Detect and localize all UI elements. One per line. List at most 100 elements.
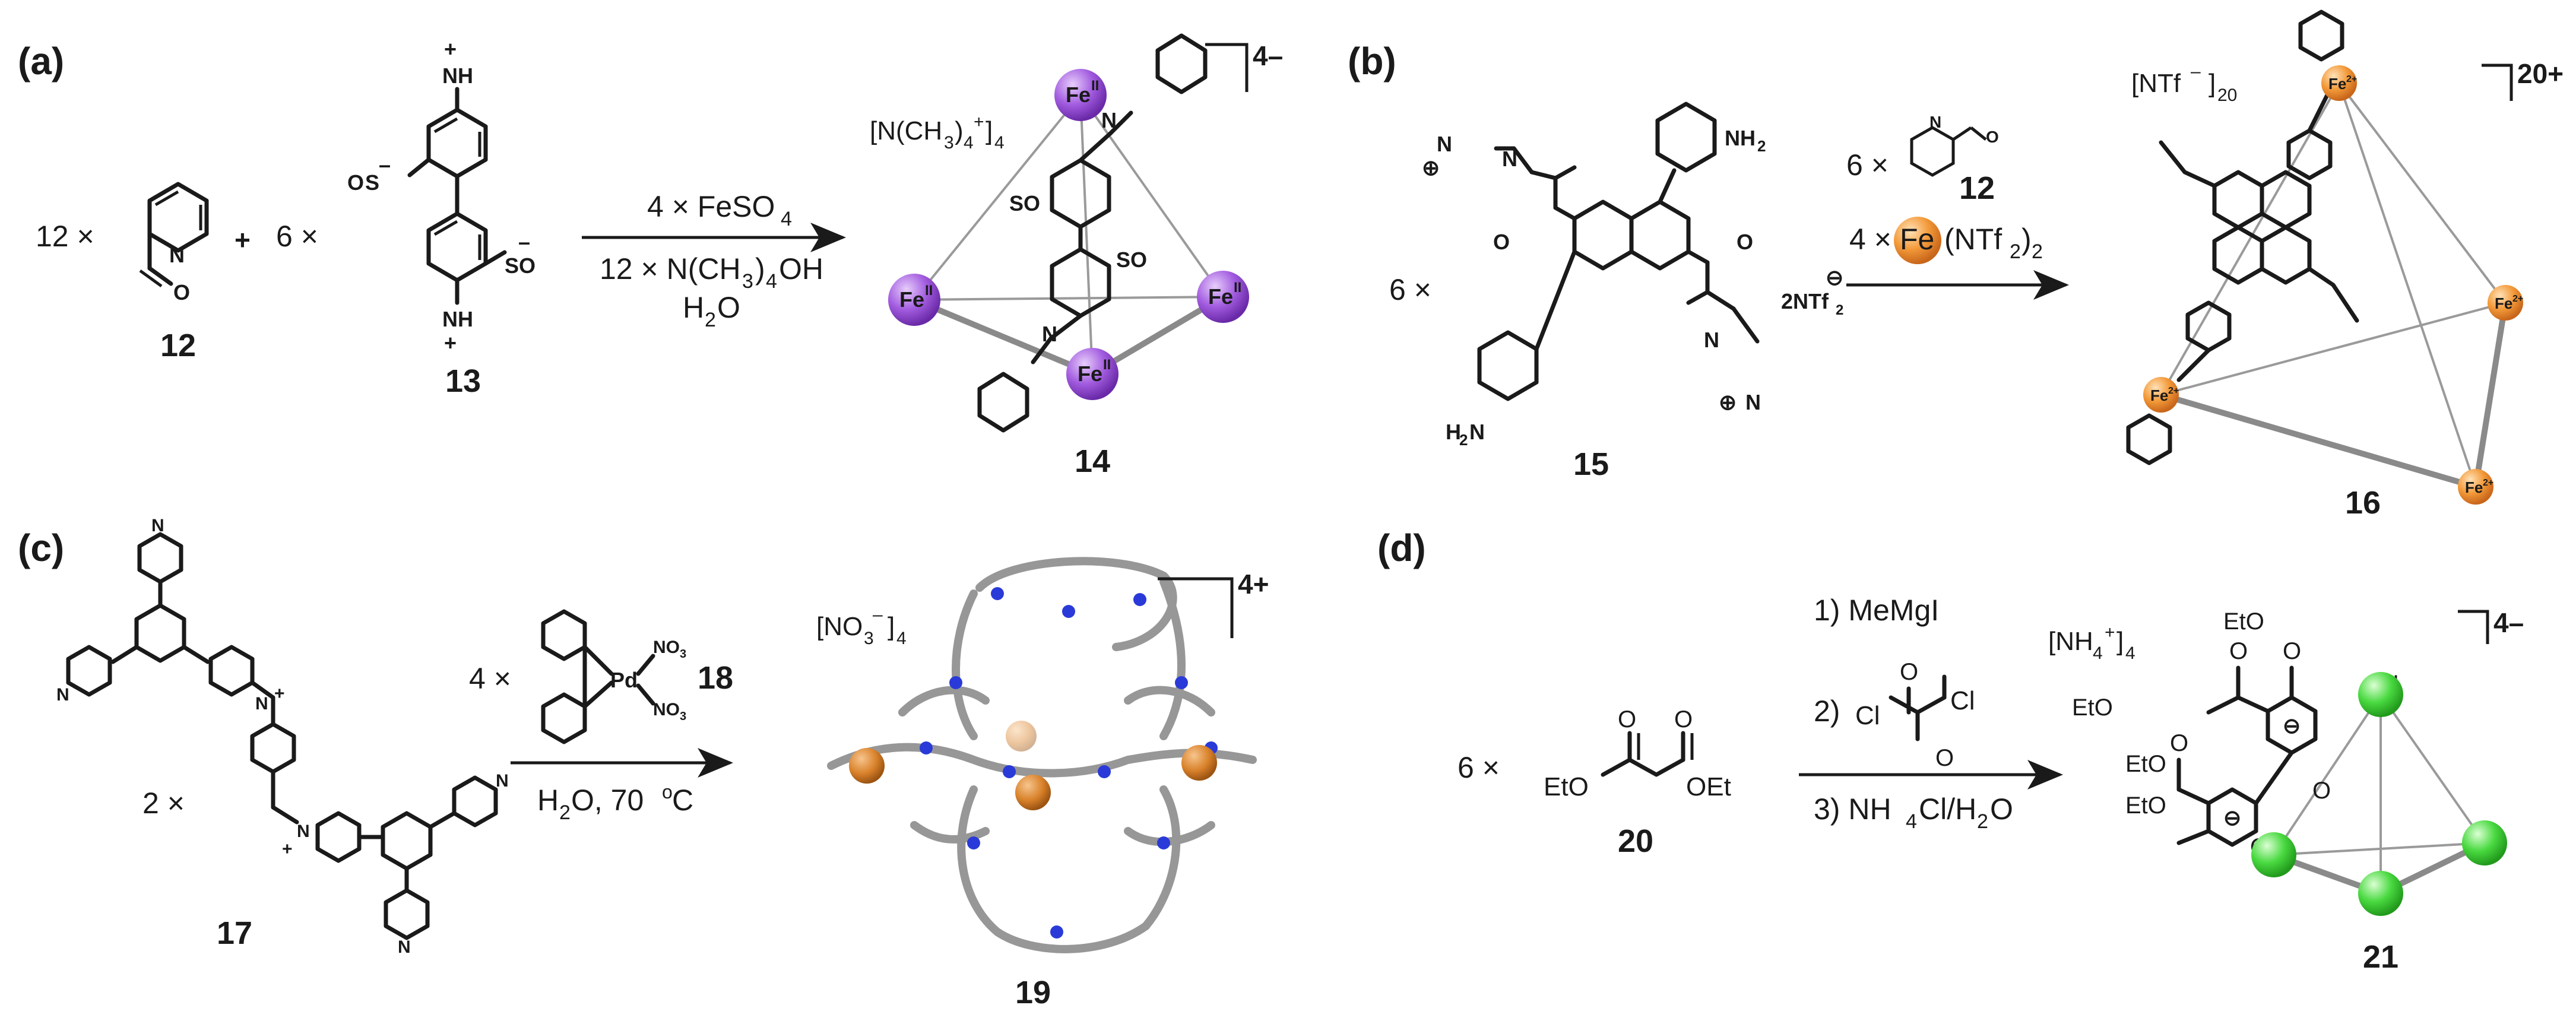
cage-19 [827, 557, 1257, 953]
atom-h2n-sub: 2 [1459, 431, 1468, 449]
compound-18-label: 18 [698, 660, 733, 696]
atom-o: O [1493, 230, 1510, 254]
panel-c-condition-sub: 2 [559, 801, 571, 824]
fe-ii-sup: II [1234, 280, 1241, 296]
compound-20-structure [1601, 731, 1694, 777]
atom-n: N [297, 822, 310, 841]
panel-d-label: (d) [1377, 527, 1426, 569]
atom-n: N [1502, 147, 1517, 171]
fe-2plus-label: Fe [2328, 75, 2346, 93]
nitrogen-atom [967, 836, 980, 849]
compound-16-label: 16 [2345, 485, 2381, 521]
fe-ii-sphere [1054, 69, 1107, 121]
compound-15-structure [1477, 102, 1760, 401]
panel-d-condition-3: 3) NH [1814, 792, 1891, 826]
compound-12-label: 12 [160, 328, 196, 363]
atom-n: N [151, 516, 164, 535]
charge-bracket-d [2458, 610, 2489, 644]
atom-eto: EtO [2223, 608, 2264, 635]
compound-19-label: 19 [1015, 975, 1051, 1010]
panel-a-condition-bottom-1-sub: 3 [742, 270, 753, 293]
panel-b-counterion-sup: – [2191, 62, 2201, 81]
fe-2plus-sphere [2488, 285, 2523, 321]
cage-14-so3-right: SO [1116, 248, 1147, 272]
fe-2plus-label: Fe [2465, 478, 2483, 496]
pd-sphere [849, 748, 885, 784]
panel-c-condition-sup: o [662, 781, 673, 803]
atom-o-small: O [1986, 128, 1999, 146]
panel-d-condition-1: 1) MeMgI [1814, 594, 1939, 627]
compound-17-label: 17 [217, 915, 252, 951]
panel-a-counterion-mid: ) [955, 116, 964, 145]
fe-2plus-label: Fe [2495, 294, 2512, 312]
atom-n: N [1437, 132, 1452, 156]
panel-a-counterion-sub2: 4 [964, 133, 974, 153]
atom-o: O [1737, 230, 1753, 254]
atom-h2n-n: N [1469, 420, 1485, 444]
fe-2plus-sphere [2143, 377, 2179, 413]
fe-ii-sup: II [1091, 78, 1099, 94]
atom-plus: + [274, 684, 285, 703]
ring-minus: ⊖ [2223, 806, 2241, 830]
atom-eto: EtO [2072, 695, 2113, 721]
panel-a-reagent2-count: 6 × [276, 220, 318, 253]
panel-b-condition-ligand-sub: 2 [2010, 240, 2021, 263]
atom-minus-right: – [518, 230, 530, 254]
atom-no3-sub: 3 [680, 710, 686, 723]
nitrogen-atom [949, 676, 962, 689]
atom-eto: EtO [2125, 792, 2166, 819]
atom-n: N [56, 685, 69, 705]
compound-13-structure [407, 87, 507, 305]
charge-bracket-a [1205, 43, 1249, 92]
panel-b-condition-top: 6 × [1846, 148, 1889, 182]
atom-n: N [169, 243, 185, 267]
atom-nh3-bottom: NH [442, 307, 473, 331]
fe-2plus-sup: 2+ [2512, 294, 2523, 304]
panel-d: (d) 6 × O O EtO OEt 20 1) MeMgI 2) O O C… [1377, 527, 2524, 975]
compound-13-label: 13 [445, 363, 481, 399]
atom-o: O [2312, 778, 2331, 804]
panel-b-condition-ligand-sub2: 2 [2032, 240, 2043, 263]
fe-2plus-sup: 2+ [2483, 478, 2493, 488]
atom-n: N [496, 771, 509, 791]
panel-c: (c) 2 × N N N + N + [18, 516, 1269, 1010]
atom-o: O [1935, 745, 1954, 771]
atom-o: O [2229, 638, 2248, 664]
atom-so3-right: SO [505, 253, 536, 278]
panel-a-counterion-sup: + [974, 112, 984, 132]
fe-2plus-sup: 2+ [2346, 74, 2357, 84]
nitrogen-atom [1050, 925, 1063, 939]
panel-c-counterion: [NO [816, 612, 863, 641]
charge-bracket-c [1158, 577, 1234, 638]
panel-b-charge: 20+ [2517, 58, 2564, 89]
cage-14-so3-left: SO [1009, 191, 1040, 215]
fe-ii-label: Fe [899, 287, 924, 312]
atom-o: O [1900, 659, 1918, 685]
atom-no3-sub: 3 [680, 648, 686, 661]
cage-21 [2176, 665, 2486, 896]
atom-cl: Cl [1950, 686, 1975, 715]
atom-plus: + [282, 839, 293, 859]
panel-c-reagent2-count: 4 × [469, 662, 511, 695]
atom-eto: EtO [1544, 772, 1589, 801]
panel-b-condition-compound: 12 [1959, 170, 1995, 206]
atom-so3-left-s: S [365, 170, 379, 195]
panel-c-counterion-sub2: 4 [896, 629, 907, 648]
panel-d-counterion-sup: + [2105, 623, 2115, 642]
metal-sphere-green [2251, 832, 2296, 877]
charge-bracket-b [2482, 64, 2513, 101]
panel-a-condition-bottom-1-sub2: 4 [766, 270, 777, 293]
compound-21-label: 21 [2363, 939, 2398, 975]
panel-d-counterion-sub: 4 [2093, 643, 2103, 663]
atom-nh3-top: NH [442, 64, 473, 88]
panel-a-label: (a) [18, 40, 64, 83]
panel-d-condition-3-sub: 4 [1906, 810, 1917, 833]
pd-sphere [1006, 721, 1037, 752]
panel-b-counterion-sub: 20 [2217, 85, 2237, 105]
fe-ii-label: Fe [1208, 284, 1233, 309]
atom-n-small: N [1929, 113, 1941, 131]
panel-a-reagent1-count: 12 × [36, 220, 94, 253]
atom-o: O [1674, 706, 1693, 733]
nitrogen-atom [1133, 593, 1146, 606]
